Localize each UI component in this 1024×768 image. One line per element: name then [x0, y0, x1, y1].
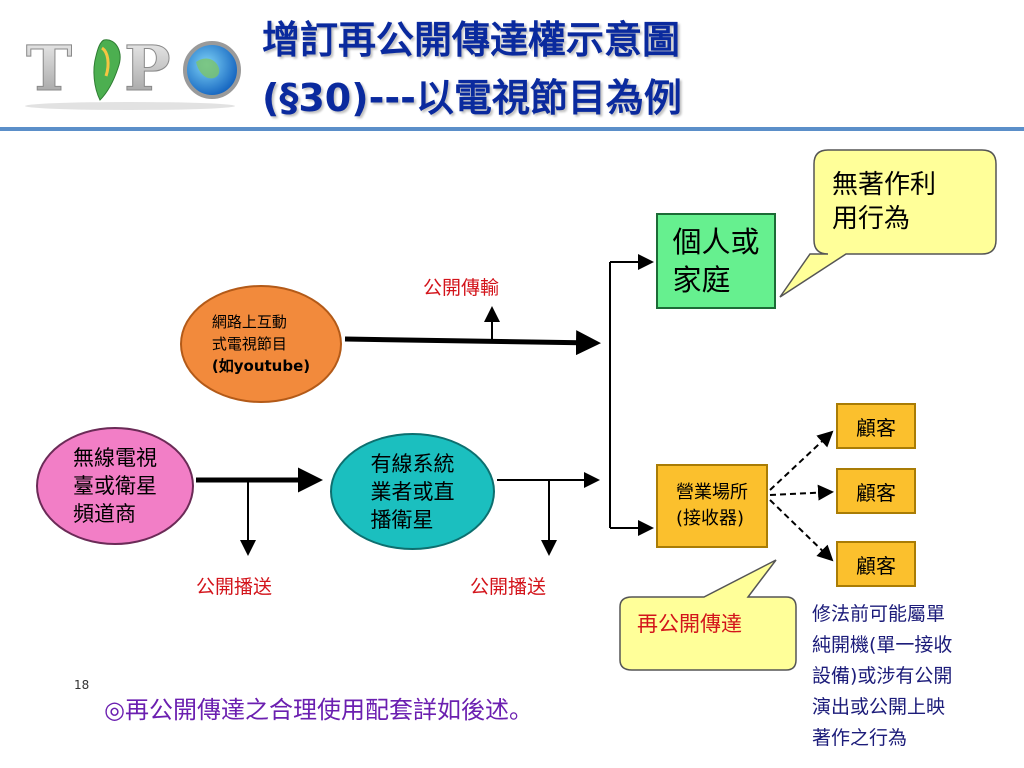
- arrow-venue-to-customer-3: [769, 499, 834, 562]
- node-cable-system: 有線系統 業者或直 播衛星: [330, 433, 495, 550]
- side-note-line-3: 設備)或涉有公開: [812, 665, 953, 687]
- callout-no-exploitation-line-2: 用行為: [832, 204, 911, 234]
- side-note-line-5: 著作之行為: [812, 727, 908, 749]
- node-broadcaster-line-1: 無線電視: [73, 446, 157, 470]
- side-note-line-4: 演出或公開上映: [812, 696, 946, 718]
- node-venue-line-1: 營業場所: [676, 482, 748, 503]
- node-customer-3: 顧客: [836, 541, 916, 587]
- arrow-venue-to-customer-2: [769, 484, 834, 501]
- node-business-venue: 營業場所 (接收器): [656, 464, 768, 548]
- node-online-line-2: 式電視節目: [211, 335, 287, 353]
- header-divider: [0, 127, 1024, 131]
- node-online-line-1: 網路上互動: [211, 313, 287, 331]
- node-broadcaster-line-2: 臺或衛星: [73, 474, 157, 498]
- label-public-broadcast-1: 公開播送: [196, 576, 273, 598]
- side-note-line-1: 修法前可能屬單: [812, 603, 946, 625]
- arrow-venue-to-customer-1: [769, 430, 834, 491]
- callout-no-exploitation: 無著作利 用行為: [832, 168, 936, 236]
- side-note-line-2: 純開機(單一接收: [812, 634, 953, 656]
- svg-text:P: P: [124, 32, 171, 105]
- svg-text:T: T: [26, 32, 72, 105]
- node-venue-line-2: (接收器): [676, 508, 745, 529]
- callout-no-exploitation-shape: [779, 149, 997, 298]
- page-title-line-2: (§30)---以電視節目為例: [262, 76, 682, 120]
- node-cable-line-1: 有線系統: [370, 451, 455, 476]
- node-home-line-1: 個人或: [672, 225, 760, 259]
- node-customer-1: 顧客: [836, 403, 916, 449]
- arrow-online-to-trunk: [344, 330, 601, 356]
- node-online-interactive-program: 網路上互動 式電視節目 (如youtube): [180, 285, 342, 403]
- node-online-line-3: (如youtube): [211, 357, 311, 375]
- node-cable-line-3: 播衛星: [370, 507, 434, 532]
- side-note: 修法前可能屬單 純開機(單一接收 設備)或涉有公開 演出或公開上映 著作之行為: [812, 599, 1012, 754]
- node-broadcaster: 無線電視 臺或衛星 頻道商: [36, 427, 194, 545]
- node-individual-or-household: 個人或 家庭: [656, 213, 776, 309]
- page-title-line-1: 增訂再公開傳達權示意圖: [262, 18, 681, 62]
- node-broadcaster-line-3: 頻道商: [73, 502, 136, 526]
- node-customer-2: 顧客: [836, 468, 916, 514]
- callout-re-communication-shape: [619, 559, 797, 671]
- tipo-logo: T P: [25, 32, 241, 110]
- page-number: 18: [74, 678, 90, 692]
- label-public-transmission: 公開傳輸: [423, 277, 500, 299]
- node-cable-line-2: 業者或直: [370, 479, 455, 504]
- label-public-broadcast-2: 公開播送: [470, 576, 547, 598]
- footer-note: ◎再公開傳達之合理使用配套詳如後述。: [104, 696, 533, 724]
- callout-no-exploitation-line-1: 無著作利: [832, 170, 937, 200]
- node-home-line-2: 家庭: [672, 263, 731, 297]
- callout-re-communication: 再公開傳達: [637, 612, 742, 636]
